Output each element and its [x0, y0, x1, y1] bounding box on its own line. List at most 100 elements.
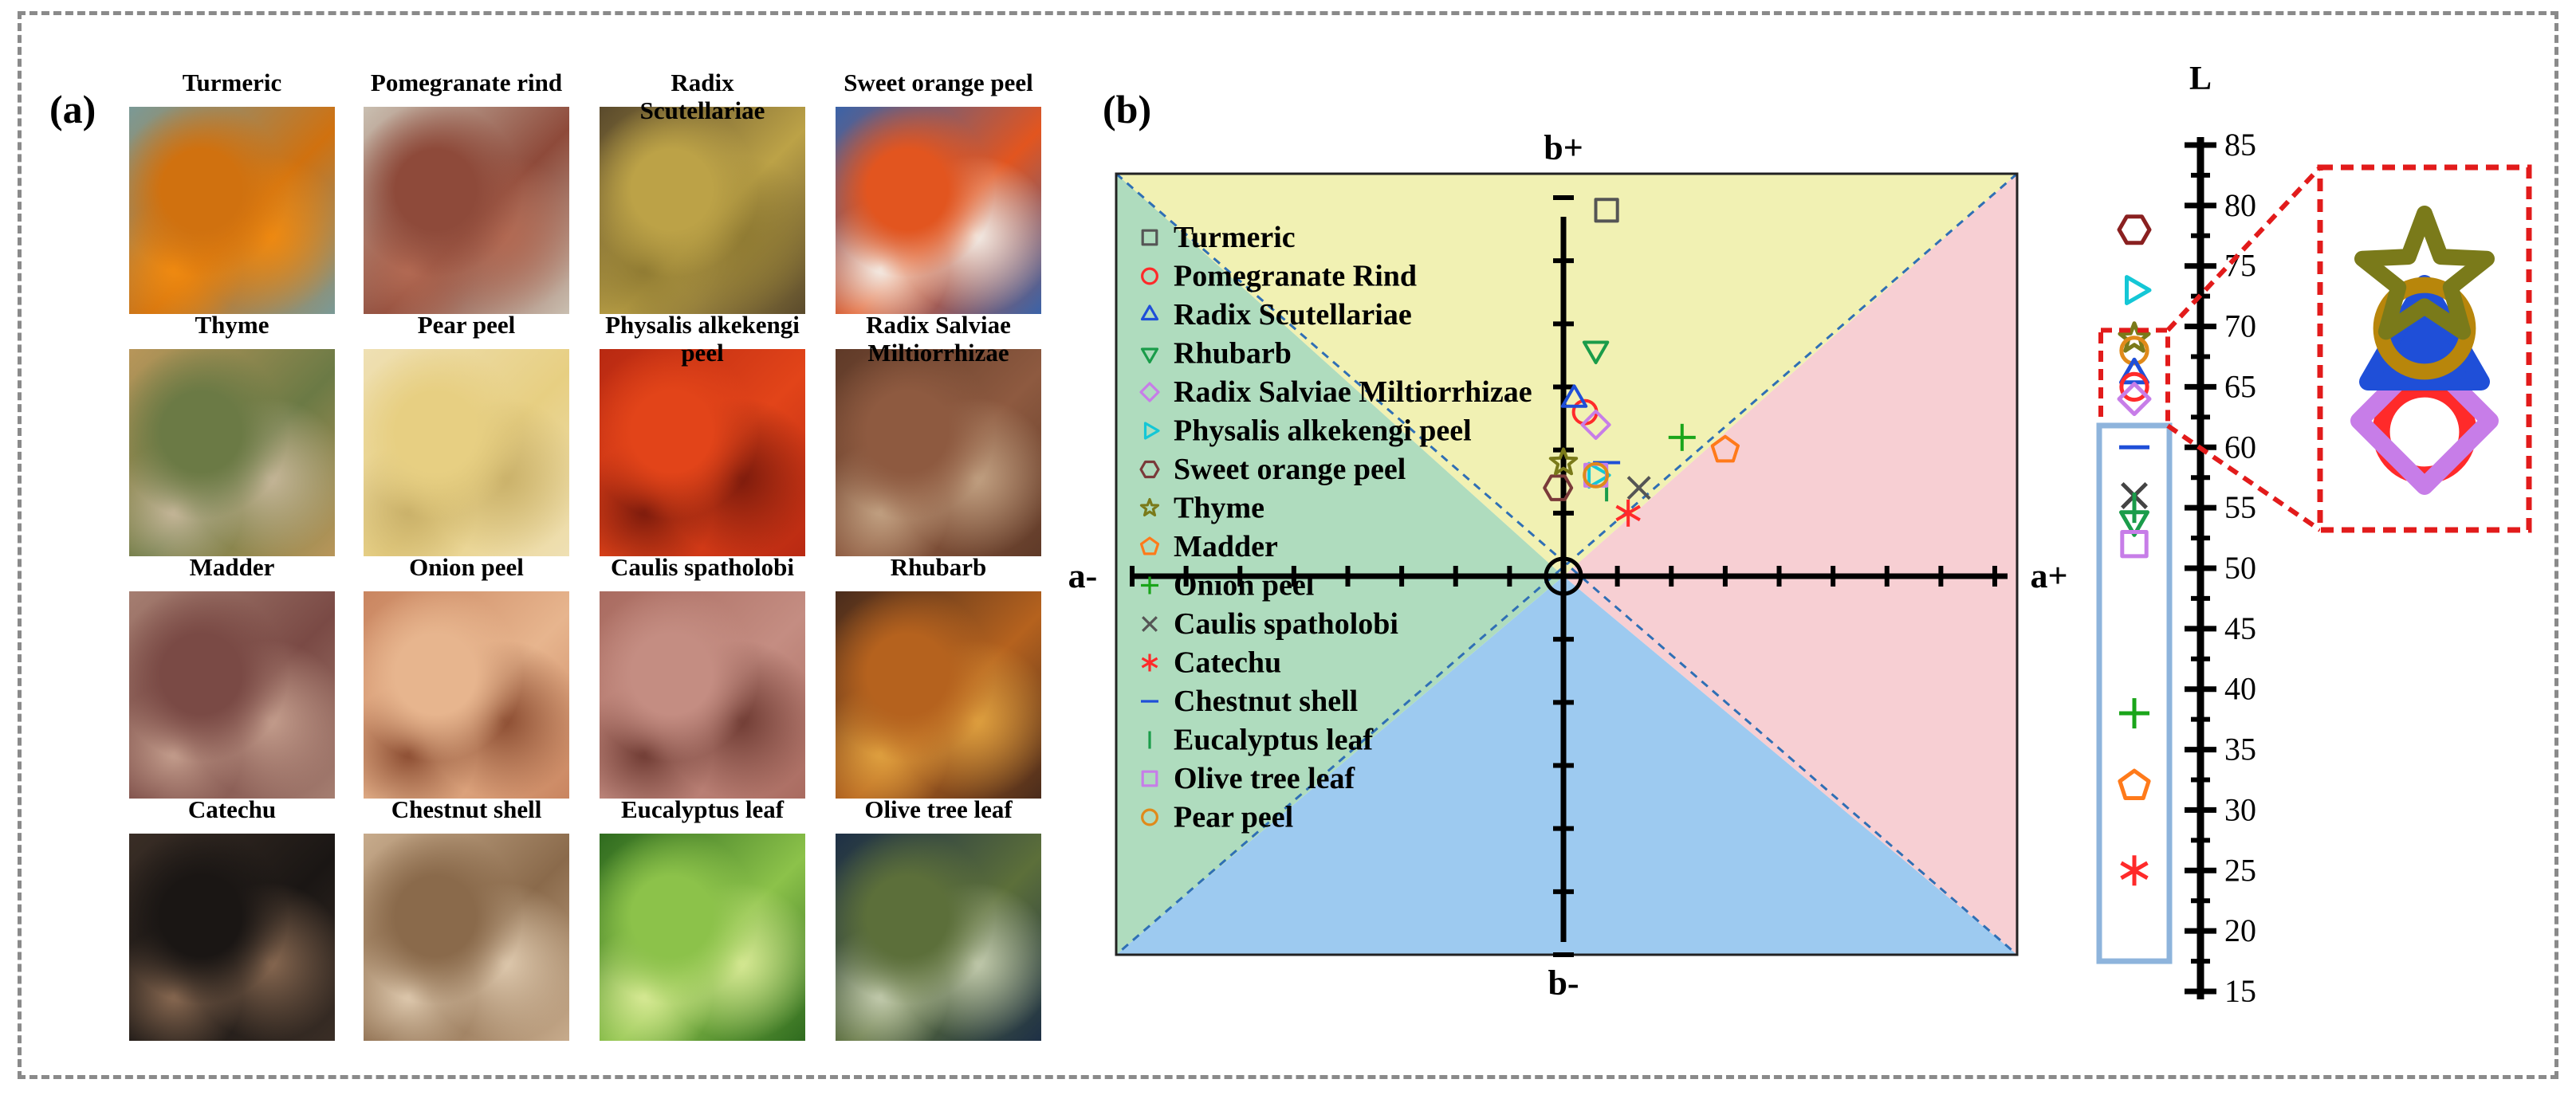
legend-label: Catechu [1174, 646, 1281, 680]
data-point-thyme [1548, 447, 1579, 476]
legend-label: Madder [1174, 530, 1278, 563]
photo-title-catechu: Catechu [105, 797, 359, 822]
axis-label-a-plus: a+ [2030, 556, 2067, 595]
data-point-radix-scutellariae [1560, 384, 1588, 408]
l-point-pentagon-13 [2118, 768, 2151, 800]
legend-label: Chestnut shell [1174, 685, 1358, 718]
photo-title-line: Caulis spatholobi [610, 553, 794, 581]
l-axis-tick-label: 70 [2224, 308, 2256, 344]
photo-title-olive-tree-leaf: Olive tree leaf [812, 797, 1065, 822]
photo-title-chestnut-shell: Chestnut shell [340, 797, 593, 822]
l-point-diamond-6 [2117, 382, 2152, 417]
legend-marker-rhubarb [1140, 347, 1159, 364]
legend-marker-physalis-alkekengi-peel [1143, 422, 1160, 440]
data-point-turmeric [1594, 198, 1619, 223]
zoom-connector [2166, 423, 2322, 532]
photo-olive-tree-leaf [836, 834, 1041, 1041]
legend-marker-turmeric [1141, 229, 1158, 246]
photo-title-turmeric: Turmeric [105, 70, 359, 95]
l-point-triangle-right-1 [2125, 275, 2152, 305]
legend-label: Caulis spatholobi [1174, 607, 1398, 641]
photo-title-line: Eucalyptus leaf [620, 795, 785, 823]
l-axis-tick-label: 15 [2224, 973, 2256, 1009]
l-axis-tick-label: 60 [2224, 429, 2256, 465]
photo-title-pomegranate-rind: Pomegranate rind [340, 70, 593, 95]
photo-title-line: Chestnut shell [391, 795, 542, 823]
l-axis-tick-label: 40 [2224, 671, 2256, 707]
photo-title-line: Catechu [187, 795, 277, 823]
legend-marker-catechu [1141, 653, 1158, 672]
legend-marker-radix-scutellariae [1140, 304, 1159, 321]
photo-rhubarb [836, 591, 1041, 799]
data-point-sweet-orange-peel [1543, 474, 1574, 501]
photo-title-line: Onion peel [409, 553, 524, 581]
quadrant-left [1116, 174, 1563, 955]
l-axis-tick-label: 25 [2224, 852, 2256, 888]
photo-title-onion-peel: Onion peel [340, 555, 593, 579]
l-axis-title: L [2189, 61, 2212, 97]
inset-marker-star-4 [2354, 206, 2495, 340]
legend-label: Radix Salviae Miltiorrhizae [1174, 375, 1532, 409]
l-axis-tick-label: 80 [2224, 187, 2256, 223]
zoom-connector [2165, 165, 2322, 332]
legend-label: Rhubarb [1174, 337, 1292, 371]
axis-label-b-minus: b- [1548, 964, 1579, 1003]
quadrant-top [1116, 174, 2017, 576]
l-point-asterisk-14 [2120, 855, 2149, 886]
photo-physalis-alkekengi [600, 349, 805, 556]
photo-thyme [129, 349, 335, 556]
l-axis-tick-label: 65 [2224, 368, 2256, 404]
l-point-plus-12 [2119, 698, 2149, 729]
group-box [2096, 422, 2173, 964]
data-point-catechu [1615, 499, 1641, 527]
legend-marker-madder [1139, 536, 1160, 555]
data-point-onion-peel [1668, 423, 1696, 451]
photo-title-line: Pear peel [417, 311, 516, 339]
photo-onion-peel [364, 591, 569, 799]
l-axis-tick-label: 50 [2224, 550, 2256, 586]
l-axis-tick-label: 20 [2224, 912, 2256, 948]
data-point-pear-peel [1583, 461, 1610, 489]
legend-label: Pear peel [1174, 801, 1293, 834]
photo-title-line: Turmeric [182, 69, 282, 96]
l-axis-tick-label: 45 [2224, 610, 2256, 646]
legend-label: Onion peel [1174, 569, 1314, 602]
legend-marker-pear-peel [1141, 808, 1158, 826]
photo-title-rhubarb: Rhubarb [812, 555, 1065, 579]
photo-title-sweet-orange-peel: Sweet orange peel [812, 70, 1065, 95]
legend-label: Turmeric [1174, 221, 1296, 254]
photo-turmeric [129, 107, 335, 314]
legend-marker-sweet-orange-peel [1139, 460, 1160, 479]
panel-b-label: (b) [1103, 87, 1152, 131]
legend-label: Eucalyptus leaf [1174, 724, 1375, 757]
photo-madder [129, 591, 335, 799]
photo-title-line: Rhubarb [890, 553, 987, 581]
legend-marker-olive-tree-leaf [1141, 770, 1158, 787]
legend-marker-radix-salviae-miltiorrhizae [1139, 382, 1160, 402]
photo-title-line: Scutellariae [639, 96, 765, 124]
data-point-physalis-alkekengi-peel [1587, 461, 1611, 489]
photo-catechu [129, 834, 335, 1041]
photo-eucalyptus-leaf [600, 834, 805, 1041]
legend-label: Thyme [1174, 492, 1264, 525]
legend-label: Radix Scutellariae [1174, 298, 1412, 332]
photo-title-line: Sweet orange peel [844, 69, 1033, 96]
photo-title-line: Miltiorrhizae [867, 339, 1009, 367]
l-point-star-2 [2118, 321, 2151, 353]
l-point-hexagon-0 [2117, 214, 2152, 245]
photo-sweet-orange-peel [836, 107, 1041, 314]
photo-title-line: Olive tree leaf [864, 795, 1013, 823]
l-axis-tick-label: 55 [2224, 489, 2256, 525]
zoom-source-box [2098, 328, 2170, 429]
photo-title-madder: Madder [105, 555, 359, 579]
diagonal-line [1115, 172, 2018, 956]
l-point-square-11 [2120, 529, 2149, 559]
photo-caulis-spatholobi [600, 591, 805, 799]
photo-title-pear-peel: Pear peel [340, 312, 593, 337]
photo-title-line: Physalis alkekengi [605, 311, 800, 339]
